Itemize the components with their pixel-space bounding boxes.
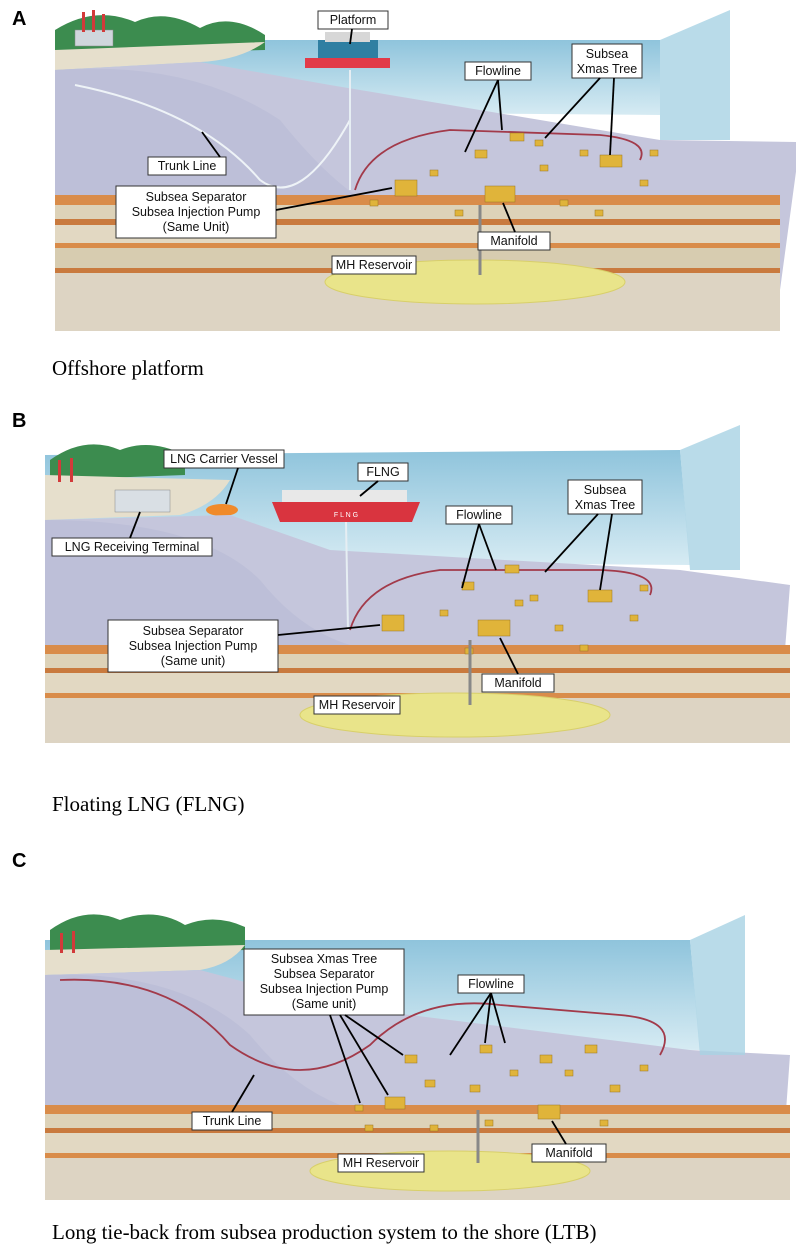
separator-label-box bbox=[115, 185, 277, 239]
flng-label: FLNG bbox=[366, 465, 399, 479]
xmas-label-line2: Xmas Tree bbox=[577, 62, 637, 76]
panel-c-diagram: Subsea Xmas Tree Subsea Separator Subsea… bbox=[45, 914, 790, 1200]
carrier-label: LNG Carrier Vessel bbox=[170, 452, 278, 466]
shore-beach bbox=[55, 42, 265, 70]
xmas-label-box bbox=[567, 479, 643, 515]
water-side bbox=[660, 10, 730, 140]
subsea-equipment bbox=[369, 132, 659, 217]
platform-label-box bbox=[317, 10, 389, 30]
shore-land bbox=[45, 945, 245, 975]
flowline-red bbox=[354, 129, 643, 191]
separator-label-box bbox=[107, 619, 279, 673]
flowline-red bbox=[349, 569, 653, 631]
carrier-label-box bbox=[163, 449, 285, 469]
platform-label: Platform bbox=[330, 13, 377, 27]
separator-label-line3: (Same Unit) bbox=[163, 220, 230, 234]
lng-terminal bbox=[114, 489, 171, 513]
panel-a-caption: Offshore platform bbox=[52, 356, 204, 380]
power-plant bbox=[74, 29, 114, 47]
flng-label-box bbox=[357, 462, 409, 482]
sediment-layers bbox=[45, 645, 790, 743]
flowline-label: Flowline bbox=[456, 508, 502, 522]
reservoir-label: MH Reservoir bbox=[319, 698, 395, 712]
lng-carrier bbox=[206, 504, 238, 516]
water-side bbox=[680, 425, 740, 570]
combo-label-line3: Subsea Injection Pump bbox=[260, 982, 389, 996]
xmas-label-box bbox=[571, 43, 643, 79]
separator-label-line1: Subsea Separator bbox=[146, 190, 247, 204]
xmas-label-line2: Xmas Tree bbox=[575, 498, 635, 512]
separator-label-line2: Subsea Injection Pump bbox=[129, 639, 258, 653]
manifold-label-box bbox=[531, 1143, 607, 1163]
reservoir-label-box bbox=[337, 1153, 425, 1173]
platform-structure bbox=[305, 32, 390, 68]
reservoir-label-box bbox=[313, 695, 401, 715]
reservoir-label-box bbox=[331, 255, 417, 275]
shore-hills bbox=[50, 914, 245, 955]
panel-c-letter: C bbox=[12, 850, 27, 872]
flng-ship-text: F L N G bbox=[334, 512, 358, 519]
manifold-label: Manifold bbox=[490, 234, 537, 248]
combo-label-line1: Subsea Xmas Tree bbox=[271, 952, 377, 966]
panel-c-caption: Long tie-back from subsea production sys… bbox=[52, 1220, 597, 1244]
panel-b-caption: Floating LNG (FLNG) bbox=[52, 792, 245, 816]
flowline-label: Flowline bbox=[468, 977, 514, 991]
terminal-label: LNG Receiving Terminal bbox=[65, 540, 200, 554]
separator-label-line1: Subsea Separator bbox=[143, 624, 244, 638]
trunk-label-box bbox=[147, 156, 227, 176]
shelf-slope bbox=[45, 974, 340, 1105]
trunk-line bbox=[74, 84, 351, 189]
shore-hills bbox=[50, 444, 185, 480]
xmas-label-line1: Subsea bbox=[586, 47, 628, 61]
terminal-label-box bbox=[51, 537, 213, 557]
manifold-label: Manifold bbox=[494, 676, 541, 690]
panel-a-diagram: Platform Flowline Subsea Xmas Tree Trunk… bbox=[55, 10, 796, 331]
separator-label-line2: Subsea Injection Pump bbox=[132, 205, 261, 219]
reservoir-label: MH Reservoir bbox=[336, 258, 412, 272]
combo-label-line4: (Same unit) bbox=[292, 997, 357, 1011]
panel-b-diagram: F L N G LNG Carrier Vessel FLNG LNG Rece… bbox=[45, 425, 790, 743]
flowline-label: Flowline bbox=[475, 64, 521, 78]
subsea-equipment bbox=[354, 1044, 649, 1132]
separator-label-line3: (Same unit) bbox=[161, 654, 226, 668]
manifold-label-box bbox=[477, 231, 551, 251]
trunk-label: Trunk Line bbox=[158, 159, 217, 173]
water-side bbox=[690, 915, 745, 1055]
combo-label-line2: Subsea Separator bbox=[274, 967, 375, 981]
trunk-label: Trunk Line bbox=[203, 1114, 262, 1128]
combo-label-box bbox=[243, 948, 405, 1016]
panel-a-letter: A bbox=[12, 8, 27, 30]
manifold-label: Manifold bbox=[545, 1146, 592, 1160]
trunk-line-red bbox=[59, 978, 666, 1071]
xmas-label-line1: Subsea bbox=[584, 483, 626, 497]
panel-b-letter: B bbox=[12, 410, 27, 432]
flng-ship: F L N G bbox=[272, 490, 420, 522]
reservoir-label: MH Reservoir bbox=[343, 1156, 419, 1170]
